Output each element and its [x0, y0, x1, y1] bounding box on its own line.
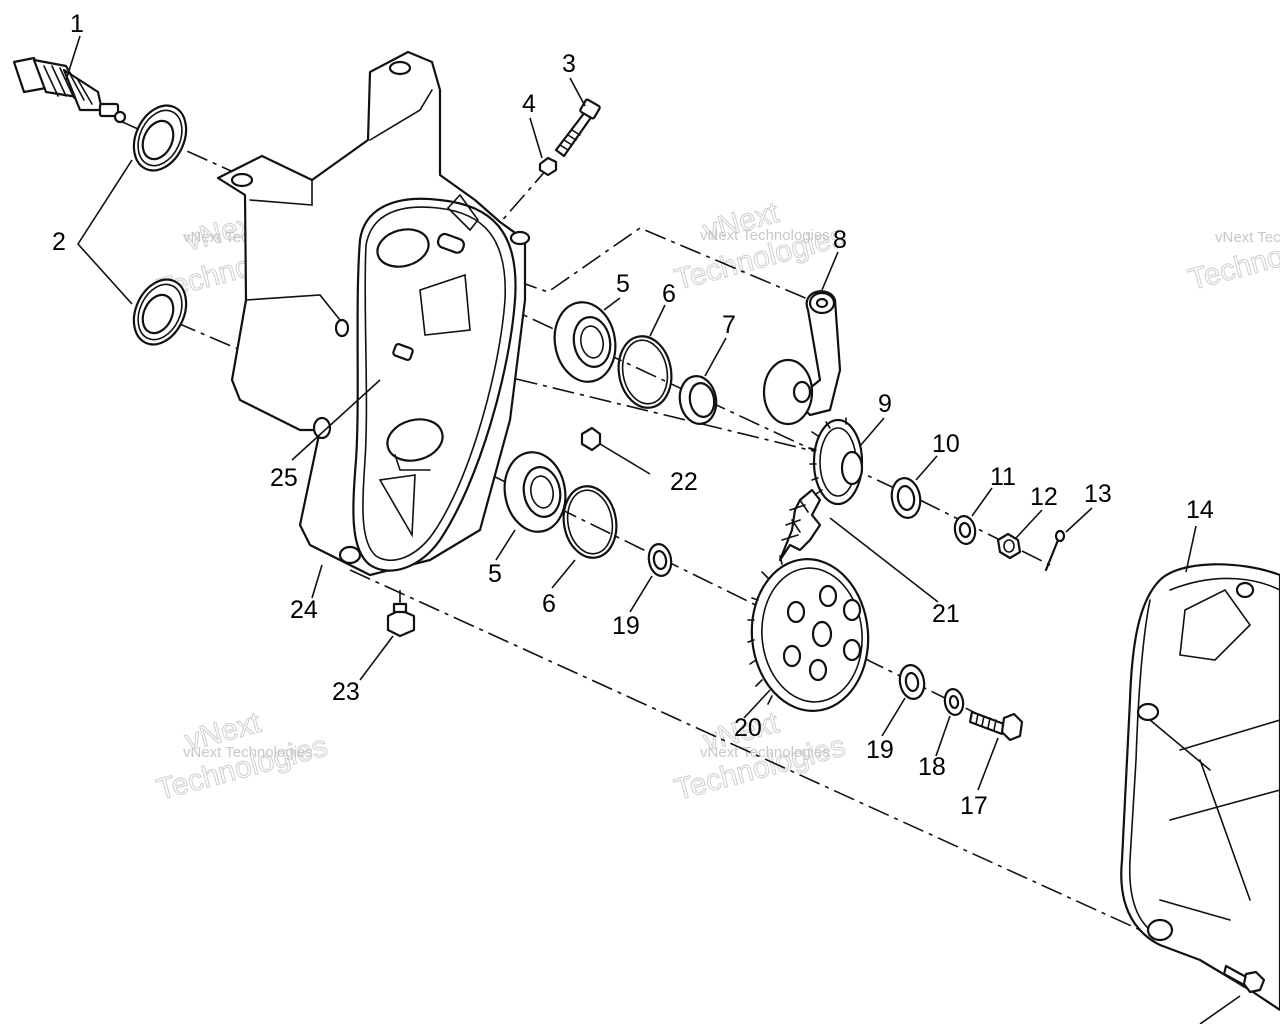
watermark-company: vNext Technologies [183, 744, 313, 761]
part-17-bolt [968, 710, 1024, 742]
callout-19-right: 19 [866, 736, 894, 764]
callout-10: 10 [932, 430, 960, 458]
watermark-company: vNext Technologies [700, 744, 830, 761]
part-5-bearing-upper [553, 301, 617, 383]
axis-line-seal-lower [174, 321, 246, 353]
callout-22: 22 [670, 468, 698, 496]
callout-23: 23 [332, 678, 360, 706]
part-cover-bolt [1222, 964, 1266, 994]
part-14-chaincase-cover [1120, 563, 1280, 1012]
axis-line-upper-nut [919, 499, 1051, 566]
callout-17: 17 [960, 792, 988, 820]
part-7-bushing [678, 375, 718, 425]
part-21-chain [778, 488, 822, 562]
callout-5-upper: 5 [616, 270, 630, 298]
callout-6-lower: 6 [542, 590, 556, 618]
watermark-company: vNext Technologies [700, 227, 830, 244]
callout-6-upper: 6 [662, 280, 676, 308]
part-4-nut [538, 156, 558, 177]
axis-line-tensioner [404, 351, 831, 456]
part-22-nut [580, 426, 602, 452]
callout-1: 1 [70, 10, 84, 38]
part-11-lock-washer [953, 515, 977, 545]
callout-18: 18 [918, 753, 946, 781]
callout-19-lower: 19 [612, 612, 640, 640]
part-5-bearing-lower [503, 451, 567, 533]
part-10-washer [890, 477, 922, 519]
callouts: 1 2 3 4 5 6 7 8 9 10 11 12 13 14 17 18 1… [52, 10, 1214, 820]
callout-9: 9 [878, 390, 892, 418]
callout-12: 12 [1030, 483, 1058, 511]
part-13-cotter-pin [1044, 529, 1066, 572]
callout-25: 25 [270, 464, 298, 492]
part-6-snap-ring-lower [562, 485, 618, 559]
callout-4: 4 [522, 90, 536, 118]
callout-24: 24 [290, 596, 318, 624]
part-9-upper-sprocket [809, 417, 864, 506]
axis-line-tensioner-arm [479, 227, 811, 301]
part-12-nut [996, 532, 1022, 560]
part-6-snap-ring-upper [617, 335, 673, 409]
part-2-oil-seal-upper [132, 104, 188, 172]
part-18-washer [943, 688, 965, 716]
part-8-tensioner-arm [762, 290, 842, 426]
part-23-drain-plug [386, 602, 416, 638]
callout-3: 3 [562, 50, 576, 78]
callout-11: 11 [990, 463, 1016, 491]
part-1-splined-shaft [12, 56, 127, 124]
callout-8: 8 [833, 226, 847, 254]
part-20-lower-sprocket [747, 555, 870, 712]
callout-14: 14 [1186, 496, 1214, 524]
part-3-bolt [554, 98, 601, 158]
part-25-stud [392, 343, 414, 361]
part-24-chaincase-housing [216, 50, 531, 577]
callout-13: 13 [1084, 480, 1112, 508]
part-19-washer-lower [647, 543, 673, 577]
callout-5-lower: 5 [488, 560, 502, 588]
axis-line-cover-bolt [349, 569, 1251, 981]
leader-lines [65, 35, 1241, 1024]
callout-7: 7 [722, 311, 736, 339]
part-19-washer-right [898, 664, 926, 700]
part-2-oil-seal-lower [132, 278, 188, 346]
callout-2: 2 [52, 228, 66, 256]
watermark-company: vNext Technologies [1215, 229, 1280, 246]
callout-20: 20 [734, 714, 762, 742]
callout-21: 21 [932, 600, 960, 628]
